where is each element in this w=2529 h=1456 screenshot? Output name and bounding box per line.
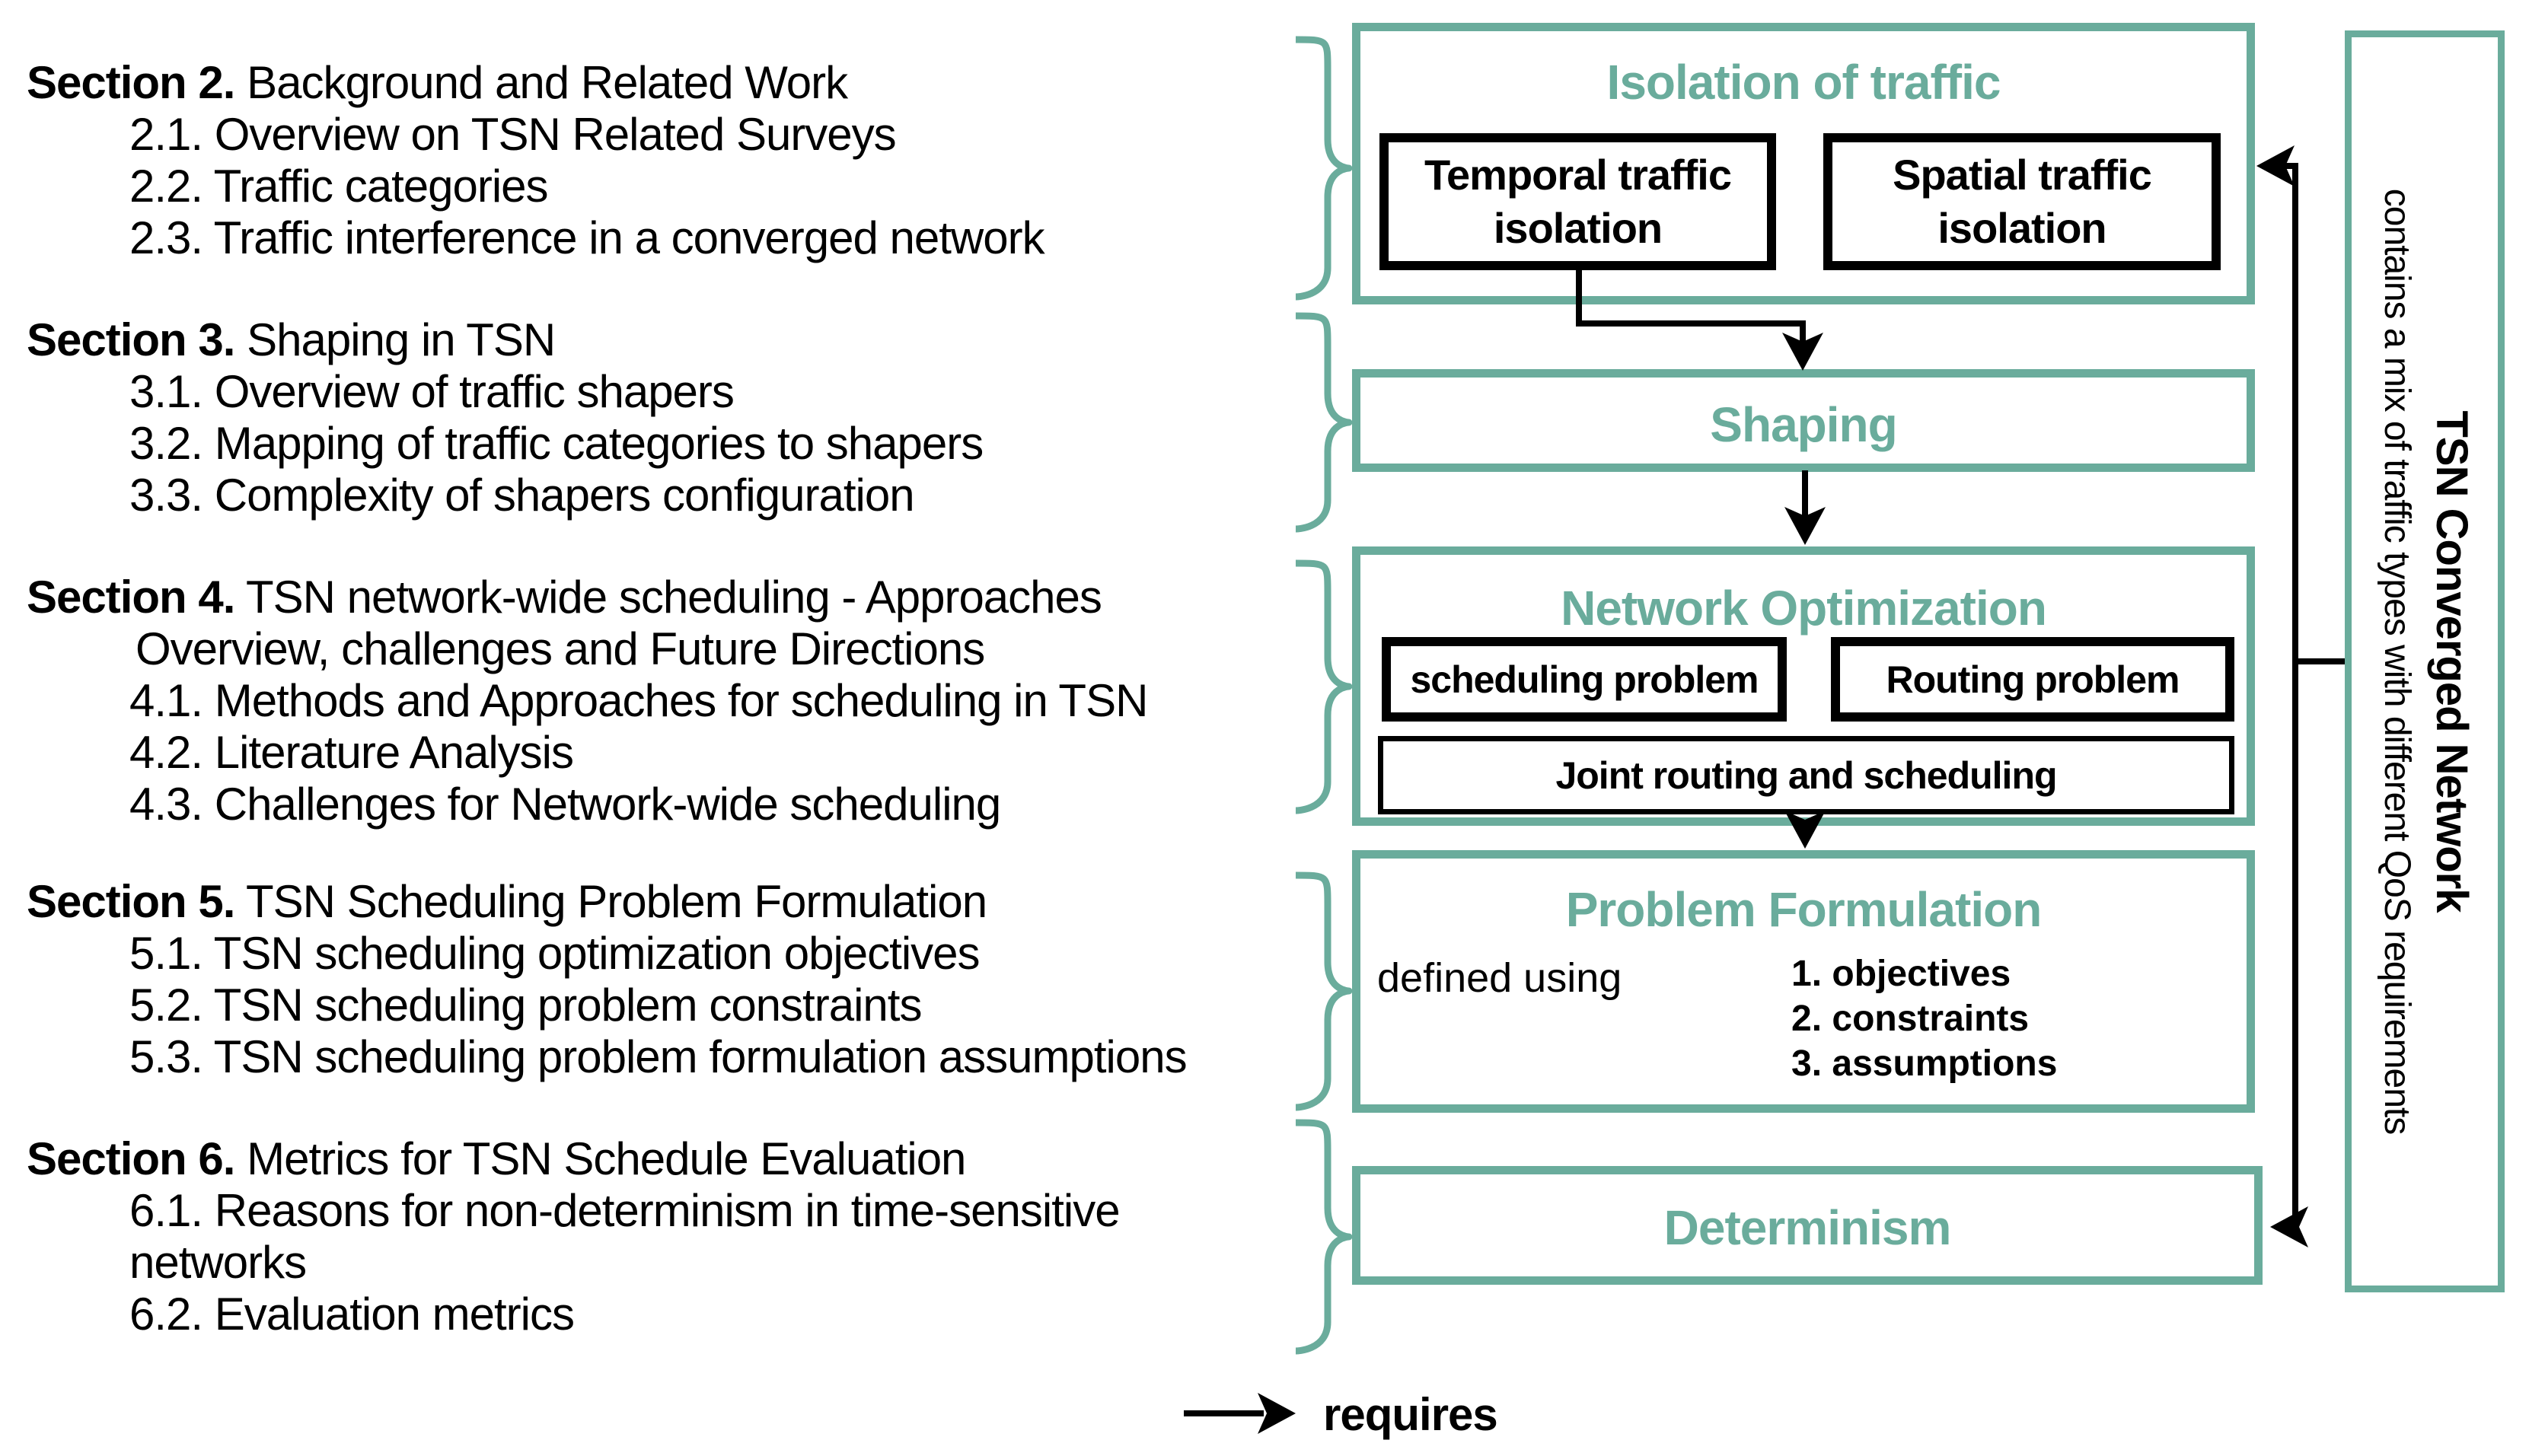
arrowhead-down-netopt-icon [1784, 507, 1826, 545]
brace-section6-icon [1295, 1119, 1353, 1355]
toc-item: 5.1. TSN scheduling optimization objecti… [129, 928, 981, 979]
tsn-to-determinism-connector [2290, 661, 2298, 1230]
tsn-converged-network-title: TSN Converged Network [2427, 410, 2476, 913]
joint-routing-scheduling-box: Joint routing and scheduling [1378, 736, 2234, 814]
toc-item: 5.3. TSN scheduling problem formulation … [129, 1031, 1188, 1082]
toc-item: 4.1. Methods and Approaches for scheduli… [129, 675, 1148, 726]
brace-section3-icon [1295, 312, 1353, 533]
section-number: Section 4. [27, 572, 235, 623]
assumptions-item: 3. assumptions [1791, 1043, 2058, 1084]
section-number: Section 3. [27, 314, 235, 365]
routing-problem-box: Routing problem [1831, 637, 2234, 722]
network-optimization-title: Network Optimization [1561, 581, 2047, 636]
scheduling-problem-label: scheduling problem [1410, 658, 1759, 701]
toc-item: 2.3. Traffic interference in a converged… [129, 212, 1045, 263]
section-title: Shaping in TSN [234, 314, 556, 365]
toc-section-3: Section 3. Shaping in TSN 3.1. Overview … [27, 314, 1214, 521]
spatial-traffic-isolation-label: Spatial traffic isolation [1893, 151, 2152, 252]
shaping-title: Shaping [1710, 397, 1897, 452]
arrowhead-right-legend-icon [1258, 1393, 1296, 1434]
scheduling-problem-box: scheduling problem [1382, 637, 1787, 722]
section-title-line2: Overview, challenges and Future Directio… [136, 623, 985, 674]
determinism-box: Determinism [1352, 1166, 2263, 1285]
section-heading: Section 3. Shaping in TSN [27, 314, 1214, 366]
problem-formulation-list: 1. objectives 2. constraints 3. assumpti… [1791, 951, 2057, 1086]
temporal-traffic-isolation-box: Temporal traffic isolation [1379, 133, 1776, 270]
brace-section5-icon [1295, 871, 1353, 1111]
temporal-traffic-isolation-label: Temporal traffic isolation [1424, 151, 1732, 252]
toc-section-6: Section 6. Metrics for TSN Schedule Eval… [27, 1133, 1214, 1340]
toc-item: 4.3. Challenges for Network-wide schedul… [129, 779, 1001, 830]
toc-item: 5.2. TSN scheduling problem constraints [129, 980, 922, 1031]
objectives-item: 1. objectives [1791, 954, 2011, 994]
toc-item: 2.2. Traffic categories [129, 161, 549, 212]
arrowhead-left-isolation-icon [2256, 145, 2295, 186]
toc-item: 2.1. Overview on TSN Related Surveys [129, 109, 897, 160]
determinism-title: Determinism [1663, 1200, 1952, 1255]
defined-using-label: defined using [1377, 955, 1622, 1001]
section-heading: Section 6. Metrics for TSN Schedule Eval… [27, 1133, 1214, 1185]
brace-section4-icon [1295, 559, 1353, 814]
toc-item: 3.2. Mapping of traffic categories to sh… [129, 418, 984, 469]
toc-item: 6.1. Reasons for non-determinism in time… [129, 1185, 1121, 1288]
toc-item: 6.2. Evaluation metrics [129, 1289, 575, 1340]
arrowhead-down-shaping-icon [1782, 333, 1823, 371]
tsn-converged-network-box [2345, 30, 2505, 1292]
toc-item: 3.1. Overview of traffic shapers [129, 366, 735, 417]
section-number: Section 2. [27, 57, 235, 108]
routing-problem-label: Routing problem [1886, 658, 2180, 701]
toc-section-5: Section 5. TSN Scheduling Problem Formul… [27, 876, 1214, 1083]
spatial-traffic-isolation-box: Spatial traffic isolation [1823, 133, 2221, 270]
toc-item: 4.2. Literature Analysis [129, 727, 574, 778]
toc-section-2: Section 2. Background and Related Work 2… [27, 57, 1214, 264]
joint-routing-scheduling-label: Joint routing and scheduling [1555, 753, 2057, 797]
brace-section2-icon [1295, 36, 1353, 301]
toc-item: 3.3. Complexity of shapers configuration [129, 470, 915, 521]
arrowhead-left-determinism-icon [2270, 1206, 2308, 1247]
section-number: Section 5. [27, 876, 235, 927]
toc-section-4: Section 4. TSN network-wide scheduling -… [27, 572, 1214, 830]
problem-formulation-title: Problem Formulation [1565, 882, 2043, 937]
constraints-item: 2. constraints [1791, 999, 2030, 1039]
problem-formulation-box: Problem Formulation defined using 1. obj… [1352, 850, 2255, 1113]
section-heading: Section 5. TSN Scheduling Problem Formul… [27, 876, 1214, 928]
section-title: TSN network-wide scheduling - Approaches [234, 572, 1102, 623]
section-title: Metrics for TSN Schedule Evaluation [234, 1133, 966, 1184]
section-title: Background and Related Work [234, 57, 848, 108]
shaping-box: Shaping [1352, 369, 2255, 472]
section-title: TSN Scheduling Problem Formulation [234, 876, 987, 927]
legend-requires-label: requires [1323, 1389, 1498, 1440]
section-heading: Section 4. TSN network-wide scheduling -… [27, 572, 1214, 623]
section-heading: Section 2. Background and Related Work [27, 57, 1214, 109]
tsn-to-isolation-connector [2284, 163, 2345, 664]
tsn-converged-network-subtitle: contains a mix of traffic types with dif… [2377, 188, 2417, 1135]
tsn-converged-network-text: TSN Converged Network contains a mix of … [2368, 53, 2482, 1270]
section-number: Section 6. [27, 1133, 235, 1184]
isolation-of-traffic-title: Isolation of traffic [1606, 55, 2001, 110]
